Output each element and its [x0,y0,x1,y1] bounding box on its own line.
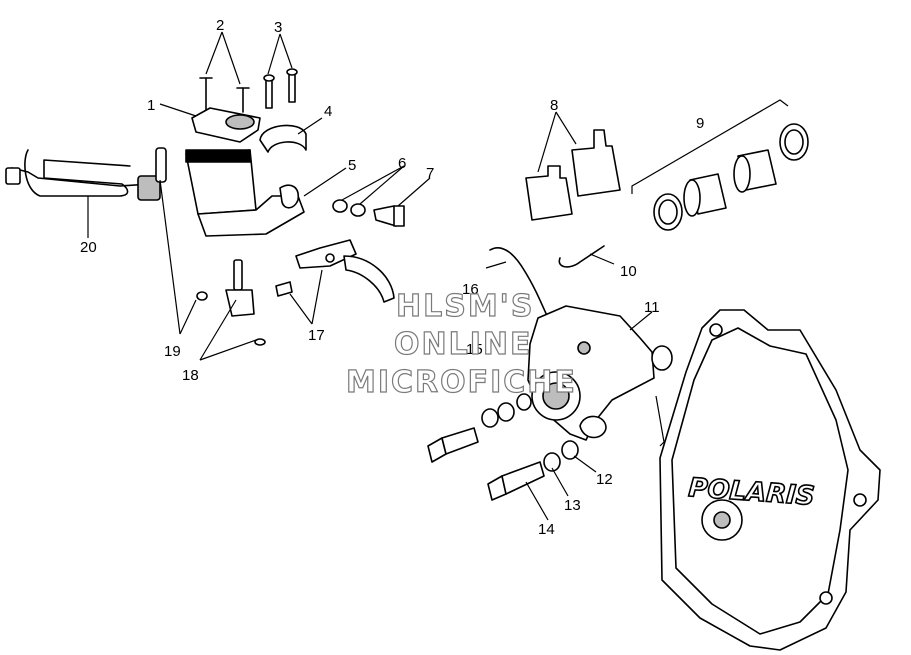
reservoir-cover [191,107,261,143]
caliper-pistons [653,123,809,231]
brake-pads [525,129,621,221]
bleeder-washers [481,393,532,428]
watermark-line-2: ONLINE [394,327,533,362]
callout-3: 3 [274,19,282,36]
watermark-line-1: HLSM'S [396,289,534,324]
callout-15: 15 [466,341,483,358]
callout-20: 20 [80,239,97,256]
master-cylinder-body [185,149,305,237]
callout-2: 2 [216,17,224,34]
callout-4: 4 [324,103,332,120]
callout-17: 17 [308,327,325,344]
brake-switch-harness [5,149,161,201]
sight-tube [155,147,208,301]
callout-14: 14 [538,521,555,538]
caliper-mount-bolts [427,427,545,501]
callout-13: 13 [564,497,581,514]
callout-6: 6 [398,155,406,172]
callout-10: 10 [620,263,637,280]
clamp-screws [263,68,298,109]
callout-11: 11 [644,299,660,316]
watermark: HLSM'S ONLINE MICROFICHE [345,288,577,400]
pad-retaining-clip [558,245,605,268]
mount-washers [543,440,579,472]
pivot-washers [332,199,366,217]
handlebar-clamp [259,124,307,153]
brake-caliper [527,305,673,441]
chaincase-cover [659,309,881,651]
lever-pin-assembly [225,259,293,346]
callout-9: 9 [696,115,704,132]
callout-5: 5 [348,157,356,174]
callout-1: 1 [147,97,155,114]
brake-hose [489,246,549,319]
callout-labels: 1 2 3 4 5 6 7 8 9 10 11 12 13 14 15 16 1… [80,17,704,538]
callout-18: 18 [182,367,199,384]
watermark-line-3: MICROFICHE [346,365,577,400]
callout-12: 12 [596,471,613,488]
pivot-bolt [373,205,405,227]
callout-19: 19 [164,343,181,360]
leader-lines [87,31,789,521]
brake-lever [295,239,395,303]
cover-screws [199,77,250,113]
callout-8: 8 [550,97,558,114]
callout-7: 7 [426,165,434,182]
callout-16: 16 [462,281,479,298]
